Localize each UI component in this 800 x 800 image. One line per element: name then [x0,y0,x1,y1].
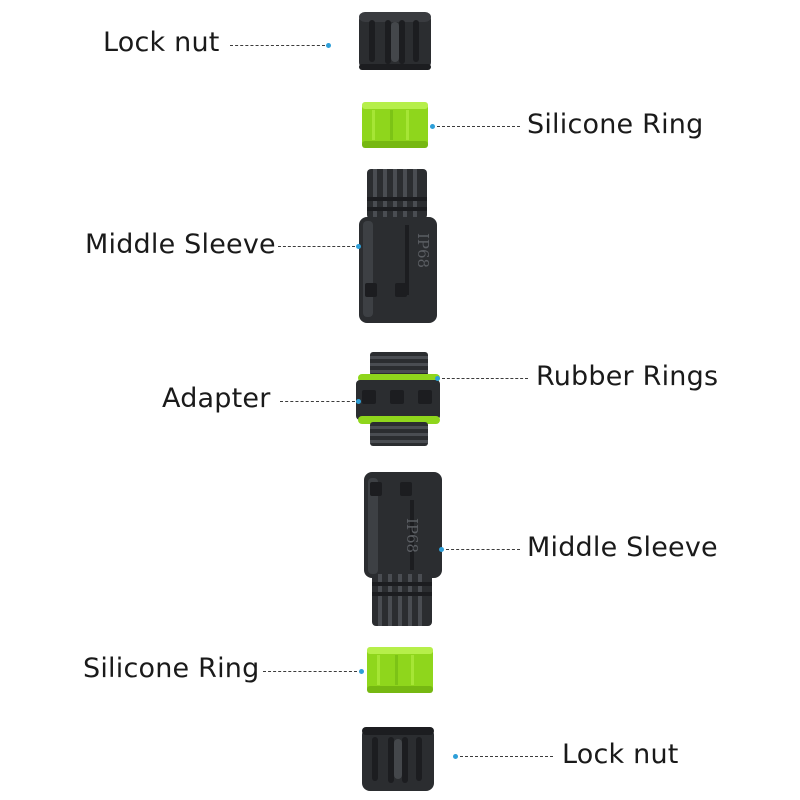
lock-nut-top [359,12,431,70]
leader-middle-sleeve-bottom [446,549,520,550]
leader-middle-sleeve-top [278,246,355,247]
silicone-ring-top [362,102,428,148]
label-adapter: Adapter [162,383,271,414]
leader-lock-nut-top [230,45,325,46]
adapter [356,352,440,446]
sleeve-top-marking: IP68 [414,233,432,268]
leader-dot-lock-nut-bottom [453,754,458,759]
sleeve-bottom-marking: IP68 [403,518,421,553]
label-lock-nut-bottom: Lock nut [562,739,679,770]
leader-dot-silicone-ring-bottom [359,669,364,674]
silicone-ring-bottom [367,647,433,693]
leader-dot-adapter [356,399,361,404]
leader-silicone-ring-bottom [263,671,357,672]
label-middle-sleeve-bottom: Middle Sleeve [527,532,718,563]
label-lock-nut-top: Lock nut [103,27,220,58]
leader-dot-lock-nut-top [326,43,331,48]
leader-dot-silicone-ring-top [430,124,435,129]
lock-nut-bottom [362,727,434,791]
label-silicone-ring-top: Silicone Ring [527,109,704,140]
leader-rubber-rings [442,378,528,379]
label-middle-sleeve-top: Middle Sleeve [85,229,276,260]
middle-sleeve-top: IP68 [359,169,437,323]
leader-silicone-ring-top [437,126,520,127]
leader-dot-rubber-rings [435,376,440,381]
middle-sleeve-bottom: IP68 [364,472,442,626]
leader-adapter [280,401,355,402]
leader-dot-middle-sleeve-bottom [439,547,444,552]
leader-lock-nut-bottom [460,756,553,757]
label-rubber-rings: Rubber Rings [536,361,719,392]
label-silicone-ring-bottom: Silicone Ring [83,653,260,684]
leader-dot-middle-sleeve-top [356,244,361,249]
